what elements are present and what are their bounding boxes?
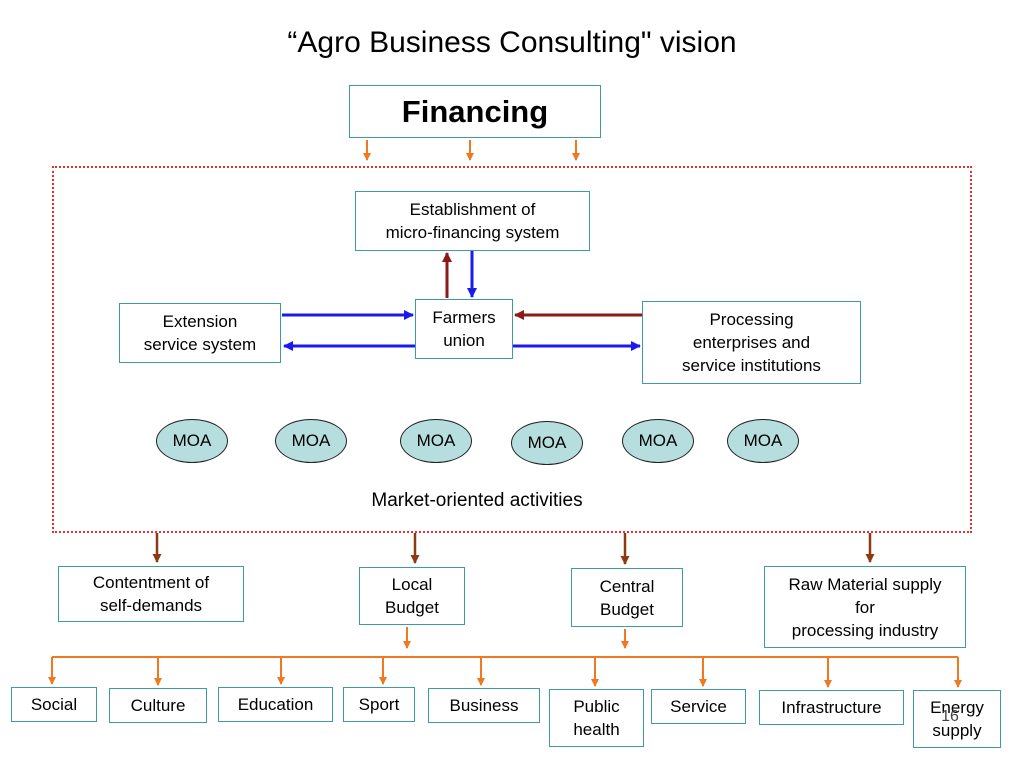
central-budget-label: Central Budget (599, 576, 655, 619)
sector-label: Culture (130, 696, 186, 715)
sector-energy-supply-box: Energy supply (913, 690, 1001, 748)
page-title: “Agro Business Consulting" vision (287, 26, 737, 59)
micro-financing-box: Establishment of micro-financing system (355, 191, 590, 251)
contentment-label: Contentment of self-demands (92, 573, 210, 615)
market-activities-label: Market-oriented activities (371, 490, 583, 511)
moa-ellipse: MOA (400, 419, 472, 463)
sector-label: Service (670, 697, 727, 716)
moa-ellipse: MOA (622, 419, 694, 463)
sector-culture-box: Culture (109, 688, 207, 723)
sector-label: Business (449, 696, 519, 715)
raw-material-label: Raw Material supply for processing indus… (788, 574, 942, 640)
farmers-union-label: Farmers union (432, 308, 496, 350)
sector-label: Energy supply (930, 698, 984, 740)
moa-label: MOA (638, 431, 678, 450)
processing-enterprises-label: Processing enterprises and service insti… (682, 310, 821, 375)
local-budget-label: Local Budget (385, 575, 439, 617)
sector-label: Public health (573, 697, 620, 739)
moa-ellipse: MOA (727, 419, 799, 463)
contentment-box: Contentment of self-demands (58, 566, 244, 622)
extension-service-label: Extension service system (143, 312, 257, 354)
moa-ellipse: MOA (156, 419, 228, 463)
sector-infrastructure-box: Infrastructure (759, 690, 904, 725)
sector-public-health-box: Public health (549, 689, 644, 747)
raw-material-box: Raw Material supply for processing indus… (764, 566, 966, 648)
moa-label: MOA (291, 431, 331, 450)
sector-social-box: Social (11, 687, 97, 722)
moa-label: MOA (172, 431, 212, 450)
sector-label: Social (30, 695, 78, 714)
sector-education-box: Education (218, 687, 333, 722)
sector-label: Infrastructure (781, 698, 882, 717)
sector-label: Sport (358, 695, 400, 714)
micro-financing-label: Establishment of micro-financing system (385, 200, 560, 242)
farmers-union-box: Farmers union (415, 299, 513, 359)
moa-label: MOA (743, 431, 783, 450)
sector-label: Education (237, 695, 314, 714)
sector-sport-box: Sport (343, 687, 415, 722)
market-activities-frame (52, 166, 972, 533)
central-budget-box: Central Budget (571, 568, 683, 627)
financing-label: Financing (401, 94, 549, 129)
sector-service-box: Service (651, 689, 746, 724)
moa-label: MOA (527, 433, 567, 452)
extension-service-box: Extension service system (119, 303, 281, 363)
sector-business-box: Business (428, 688, 540, 723)
moa-ellipse: MOA (511, 421, 583, 465)
local-budget-box: Local Budget (359, 567, 465, 625)
processing-enterprises-box: Processing enterprises and service insti… (642, 301, 861, 384)
moa-label: MOA (416, 431, 456, 450)
moa-ellipse: MOA (275, 419, 347, 463)
page-number: 16 (941, 708, 959, 725)
financing-box: Financing (349, 85, 601, 138)
